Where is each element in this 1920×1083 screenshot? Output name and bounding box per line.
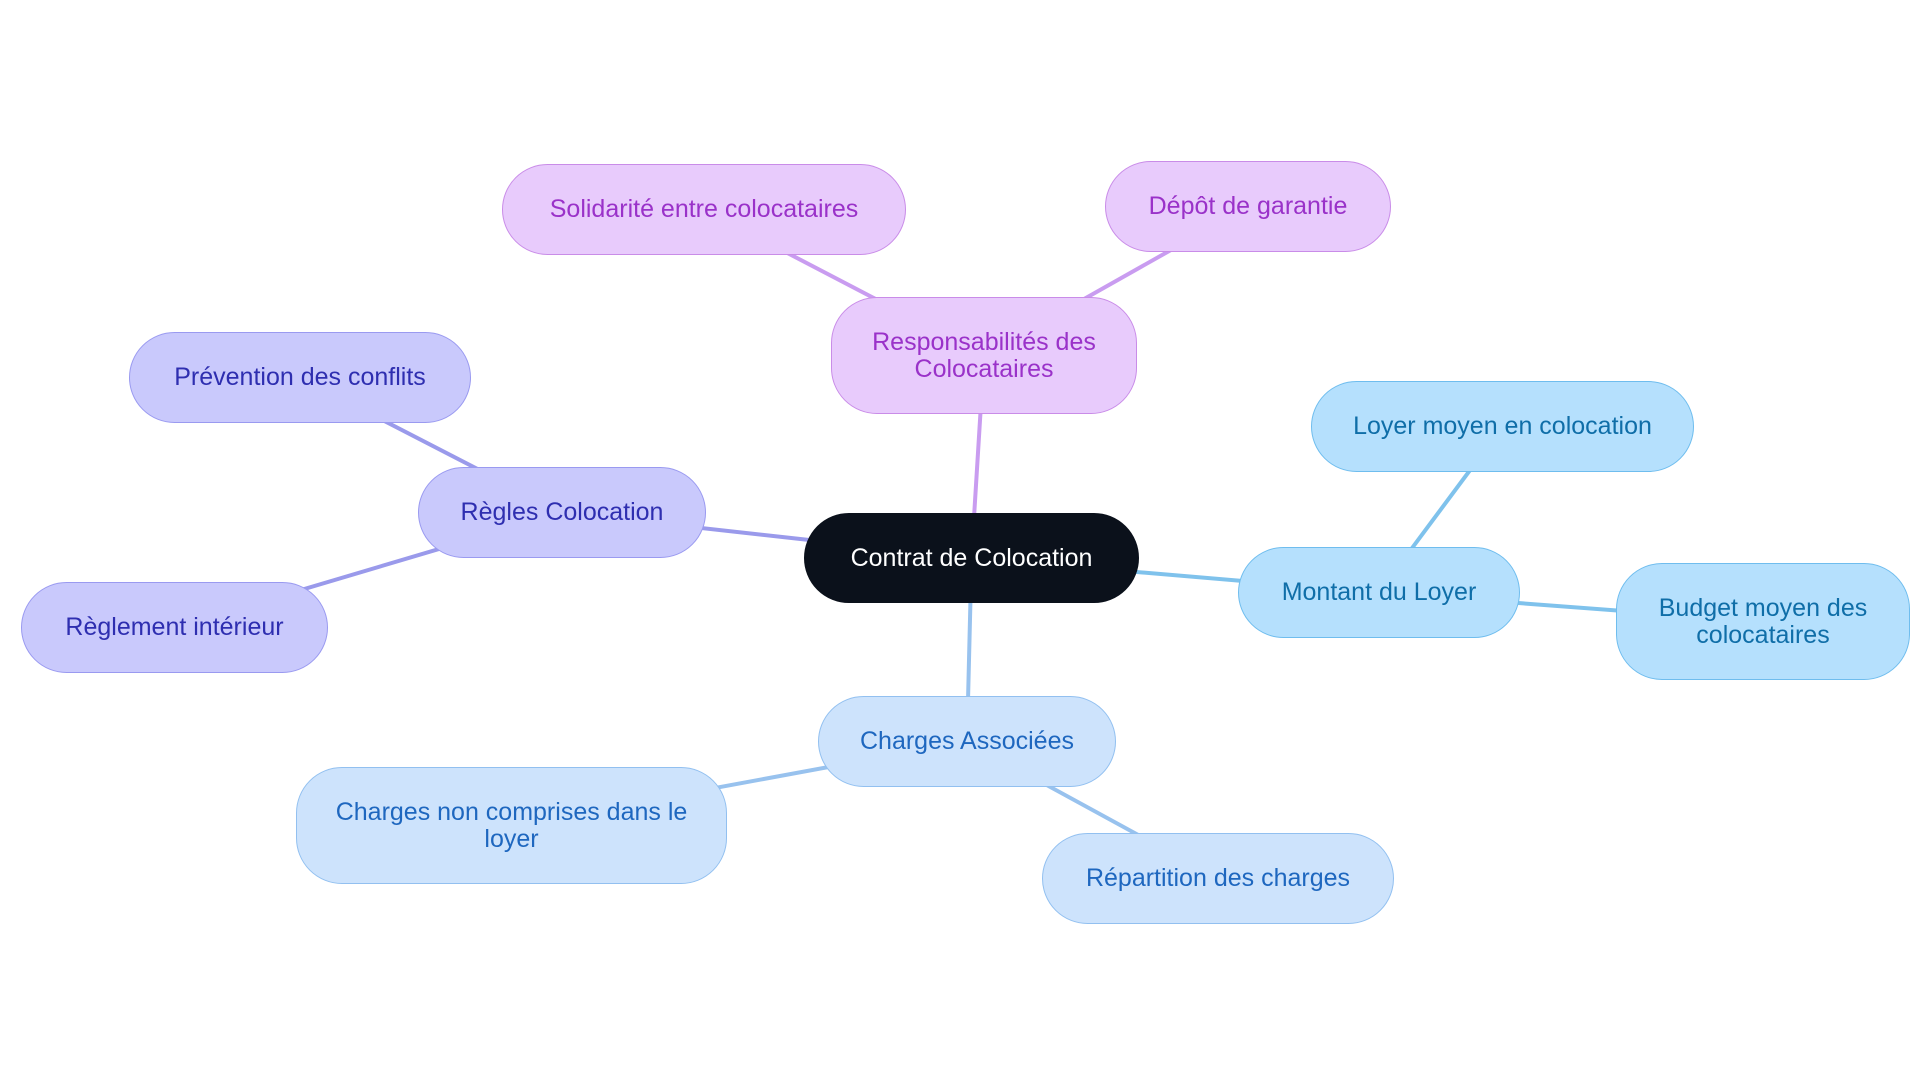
node-label: Charges non comprises dans le loyer (335, 797, 688, 853)
node-label: Contrat de Colocation (850, 543, 1093, 572)
node-repartition-des-charges[interactable]: Répartition des charges (1042, 833, 1394, 924)
node-label: Règlement intérieur (65, 613, 284, 641)
node-label: Répartition des charges (1085, 864, 1351, 892)
node-solidarite-entre-colocataires[interactable]: Solidarité entre colocataires (502, 164, 906, 255)
node-label: Dépôt de garantie (1148, 192, 1348, 220)
node-montant-du-loyer[interactable]: Montant du Loyer (1238, 547, 1520, 638)
node-charges-non-comprises-dans-le-loyer[interactable]: Charges non comprises dans le loyer (296, 767, 727, 884)
node-reglement-interieur[interactable]: Règlement intérieur (21, 582, 328, 673)
node-label: Règles Colocation (460, 498, 664, 526)
node-label: Budget moyen des colocataires (1658, 593, 1868, 649)
node-budget-moyen-des-colocataires[interactable]: Budget moyen des colocataires (1616, 563, 1910, 680)
node-label: Solidarité entre colocataires (549, 195, 859, 223)
node-label: Prévention des conflits (174, 363, 426, 391)
node-depot-de-garantie[interactable]: Dépôt de garantie (1105, 161, 1391, 252)
node-label: Loyer moyen en colocation (1353, 412, 1652, 440)
node-label: Montant du Loyer (1281, 578, 1477, 606)
node-contrat-de-colocation[interactable]: Contrat de Colocation (804, 513, 1139, 603)
node-responsabilites-des-colocataires[interactable]: Responsabilités des Colocataires (831, 297, 1137, 414)
node-label: Charges Associées (859, 727, 1074, 755)
node-loyer-moyen-en-colocation[interactable]: Loyer moyen en colocation (1311, 381, 1694, 472)
node-prevention-des-conflits[interactable]: Prévention des conflits (129, 332, 471, 423)
node-regles-colocation[interactable]: Règles Colocation (418, 467, 706, 558)
node-charges-associees[interactable]: Charges Associées (818, 696, 1116, 787)
node-label: Responsabilités des Colocataires (872, 327, 1096, 383)
